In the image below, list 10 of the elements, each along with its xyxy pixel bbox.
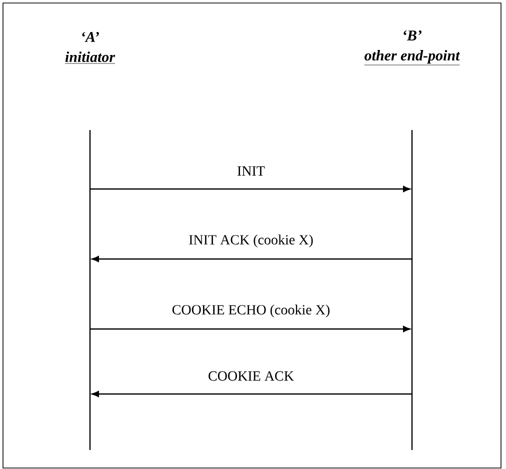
message-arrow — [92, 256, 412, 262]
lifeline-header: ‘A’ initiator — [64, 32, 116, 64]
message-label: COOKIE ACK — [208, 371, 294, 381]
message-arrow — [92, 390, 412, 398]
lifeline-header: ‘B’ other end-point — [364, 30, 460, 66]
message-label: INIT — [238, 166, 265, 176]
message-label: COOKIE ECHO (cookie X) — [172, 304, 330, 318]
message-arrow — [90, 186, 410, 192]
message-arrow — [90, 326, 410, 332]
message-label: INIT ACK (cookie X) — [189, 234, 313, 248]
